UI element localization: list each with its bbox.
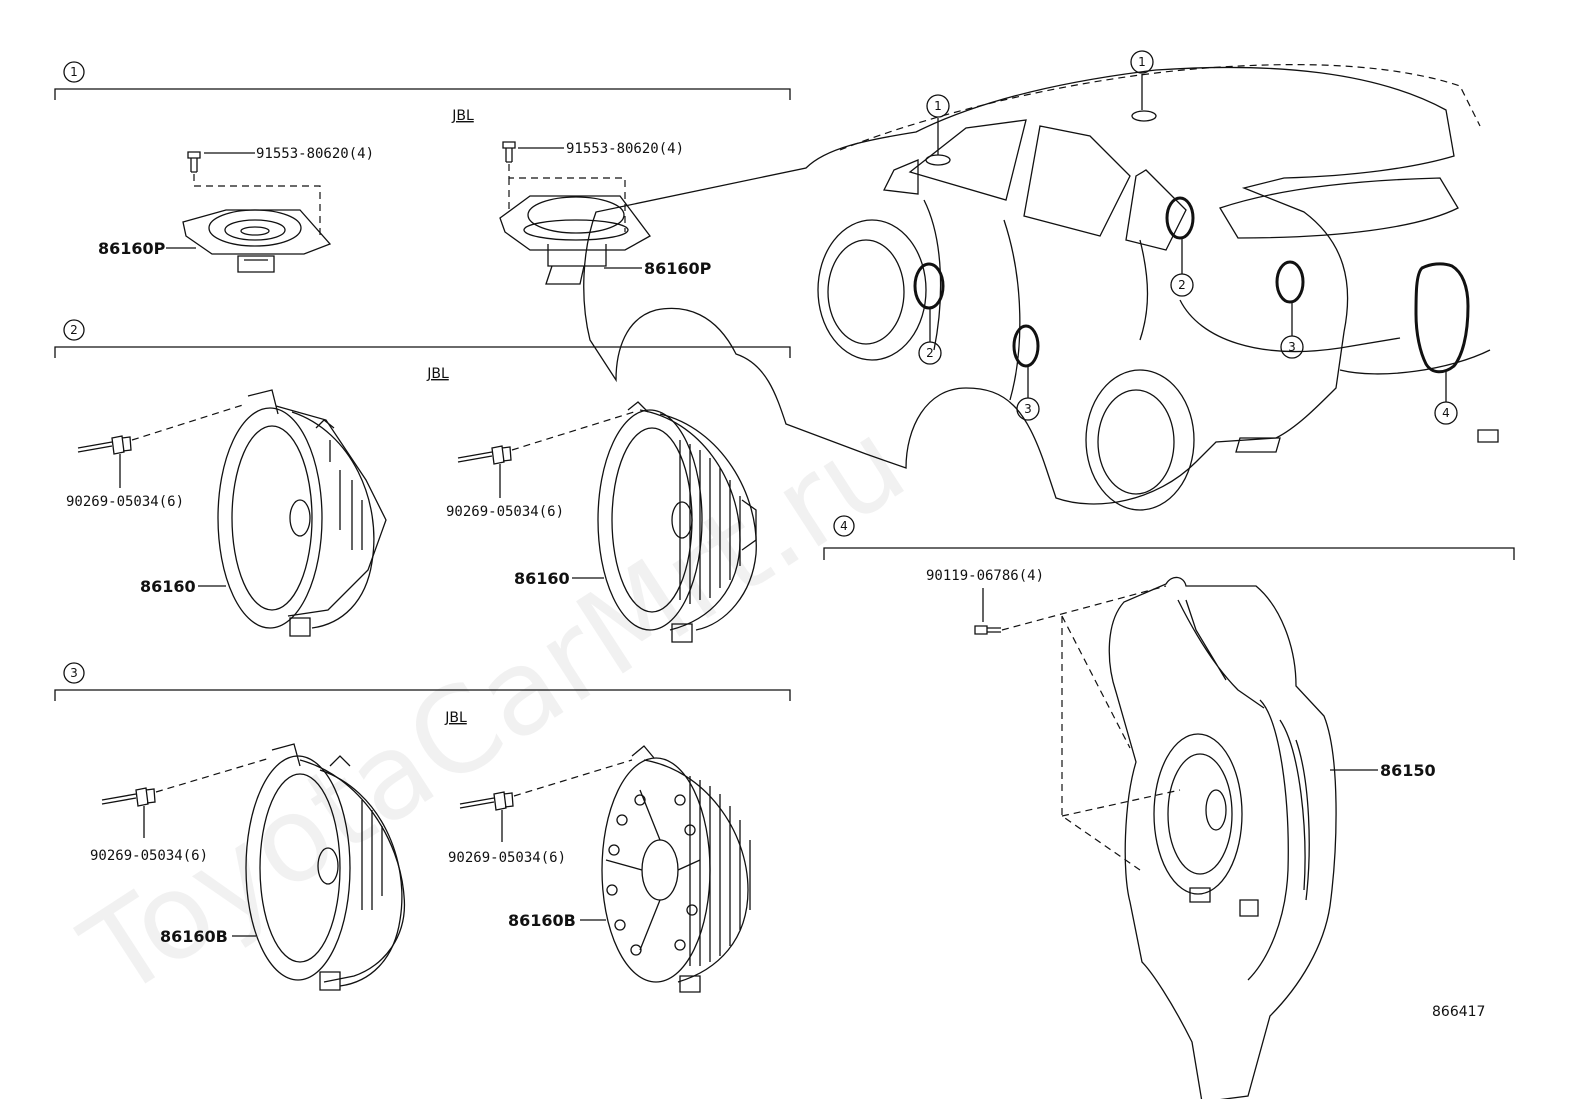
svg-text:4: 4 [1442, 406, 1450, 420]
svg-text:3: 3 [1288, 340, 1296, 354]
bolt-icon [974, 625, 1001, 635]
door-speaker-left[interactable]: 90269-05034(6) 86160 [66, 389, 387, 637]
speaker-label: 86160P [98, 239, 166, 258]
section-4: 4 90119-06786(4) 86150 [823, 515, 1515, 1099]
screw-label: 90269-05034(6) [90, 848, 208, 864]
section-1-bracket [54, 88, 791, 100]
door-speaker-icon [597, 401, 757, 643]
section-1-marker [63, 61, 85, 83]
rivet-icon [77, 435, 132, 455]
callout-3-rear-door[interactable]: 3 [1016, 397, 1040, 421]
vehicle-callouts: 1 1 2 2 3 3 4 [918, 50, 1458, 425]
section-3-bracket [54, 689, 791, 701]
svg-text:2: 2 [926, 346, 934, 360]
screw-label: 91553-80620(4) [566, 141, 684, 157]
speaker-label: 86160P [644, 259, 712, 278]
section-1-number: 1 [70, 65, 78, 79]
reference-number: 866417 [1432, 1004, 1485, 1020]
section-2-bracket [54, 346, 791, 358]
section-1-brand: JBL [451, 108, 474, 124]
door-speaker-b-left[interactable]: 90269-05034(6) 86160B [90, 743, 406, 991]
woofer-box-icon [1108, 576, 1337, 1099]
callout-2-front-door[interactable]: 2 [918, 341, 942, 365]
tweeter-left[interactable]: 91553-80620(4) 86160P [98, 146, 374, 273]
door-speaker-icon [245, 743, 406, 991]
door-speaker-b-right[interactable]: 90269-05034(6) 86160B [448, 745, 751, 993]
section-4-number: 4 [840, 519, 848, 533]
callout-1-roof[interactable]: 1 [1130, 50, 1154, 74]
svg-text:3: 3 [1024, 402, 1032, 416]
speaker-label: 86160B [508, 911, 576, 930]
svg-text:2: 2 [1178, 278, 1186, 292]
section-4-bracket [823, 547, 1515, 560]
speaker-label: 86160 [140, 577, 196, 596]
screw-label: 90269-05034(6) [446, 504, 564, 520]
callout-3-rear-quarter[interactable]: 3 [1280, 335, 1304, 359]
svg-text:1: 1 [934, 99, 942, 113]
subwoofer[interactable]: 90119-06786(4) 86150 [926, 568, 1436, 1099]
section-2-brand: JBL [426, 366, 449, 382]
tweeter-right[interactable]: 91553-80620(4) 86160P [499, 141, 712, 285]
bolt-icon [187, 151, 201, 173]
rivet-icon [459, 791, 514, 811]
tweeter-icon [182, 209, 332, 273]
section-3-brand: JBL [444, 710, 467, 726]
speaker-label: 86150 [1380, 761, 1436, 780]
section-2-number: 2 [70, 323, 78, 337]
svg-text:1: 1 [1138, 55, 1146, 69]
section-3: 3 JBL 90269-05034(6) 86160B [54, 662, 791, 993]
door-speaker-right[interactable]: 90269-05034(6) 86160 [446, 401, 757, 643]
screw-label: 91553-80620(4) [256, 146, 374, 162]
screw-label: 90269-05034(6) [448, 850, 566, 866]
callout-2-rear-door[interactable]: 2 [1170, 273, 1194, 297]
vehicle-icon [583, 64, 1499, 511]
screw-label: 90269-05034(6) [66, 494, 184, 510]
bolt-icon [502, 141, 516, 163]
section-3-marker [63, 662, 85, 684]
door-speaker-icon [601, 745, 751, 993]
callout-4-subwoofer[interactable]: 4 [1434, 401, 1458, 425]
rivet-icon [101, 787, 156, 807]
screw-label: 90119-06786(4) [926, 568, 1044, 584]
section-4-marker [833, 515, 855, 537]
tweeter-icon [499, 195, 651, 285]
speaker-label: 86160 [514, 569, 570, 588]
speaker-label: 86160B [160, 927, 228, 946]
door-speaker-icon [217, 389, 387, 637]
section-3-number: 3 [70, 666, 78, 680]
section-2: 2 JBL 90269-05034(6) 86160 [54, 319, 791, 643]
rivet-icon [457, 445, 512, 465]
section-2-marker [63, 319, 85, 341]
section-1: 1 JBL 91553-80620(4) 86160P [54, 61, 791, 285]
callout-1-front[interactable]: 1 [926, 94, 950, 118]
